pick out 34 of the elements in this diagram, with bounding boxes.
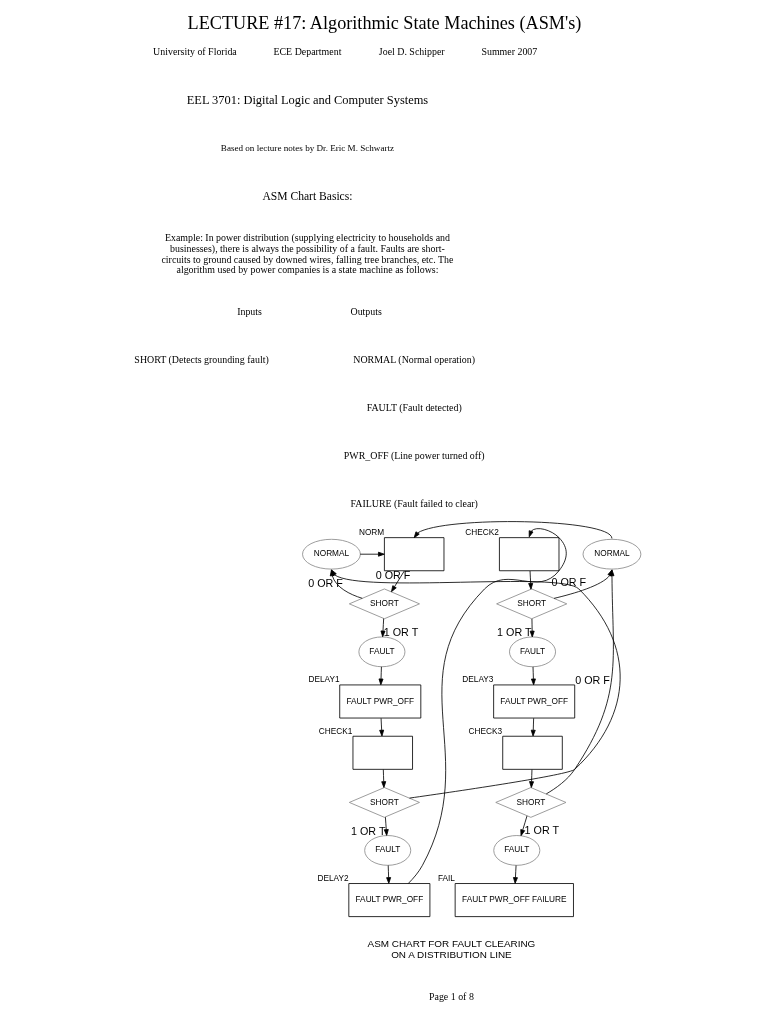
node-label: CHECK1 [318,726,352,736]
label: FAILURE (Fault failed to clear) [349,498,478,510]
node-label: FAIL [437,874,455,884]
label: Joel D. Schipper [378,46,445,58]
label: SHORT (Detects grounding fault) [133,354,269,366]
edge-label: 1 OR T [350,824,385,837]
label: Inputs [236,306,262,318]
edge-label: 1 OR T [496,626,532,639]
edge-label: 0 OR F [574,674,610,687]
node-label: DELAY3 [461,675,493,685]
label: Outputs [350,306,382,318]
label: NORMAL (Normal operation) [352,354,475,366]
edge-label: 0 OR F [375,569,410,582]
label: University of Florida [152,46,237,58]
edge-label: 0 OR F [307,576,343,589]
label: Example: In power distribution (supplying electricity to households and businesses), there is always the possibility of a fault. Faults are short-circuits to ground caused by downed wires, falling tree branches, etc. The algorithm used by power companies is a state machine as follows: [160,232,453,276]
node-label: CHECK3 [468,726,502,736]
label: ECE Department [272,46,341,58]
label: FAULT (Fault detected) [366,402,462,414]
label: ASM Chart Basics: [261,189,352,203]
label: Page 1 of 8 [428,991,474,1003]
edge-label: 1 OR T [524,824,559,837]
node-label: NORM [358,528,384,538]
node-label: CHECK2 [464,528,499,538]
label: Summer 2007 [480,46,537,58]
label: EEL 3701: Digital Logic and Computer Systems [186,92,428,107]
label: Based on lecture notes by Dr. Eric M. Schwartz [220,143,394,154]
caption: ASM CHART FOR FAULT CLEARING ON A DISTRIBUTION LINE [367,937,535,960]
label: PWR_OFF (Line power turned off) [343,450,485,462]
diagram-title: LECTURE #17: Algorithmic State Machines (ASM's) [187,13,581,34]
node-label: DELAY1 [307,675,340,685]
edge-label: 0 OR F [551,575,586,588]
edge-label: 1 OR T [383,625,418,638]
node-label: DELAY2 [317,874,349,884]
